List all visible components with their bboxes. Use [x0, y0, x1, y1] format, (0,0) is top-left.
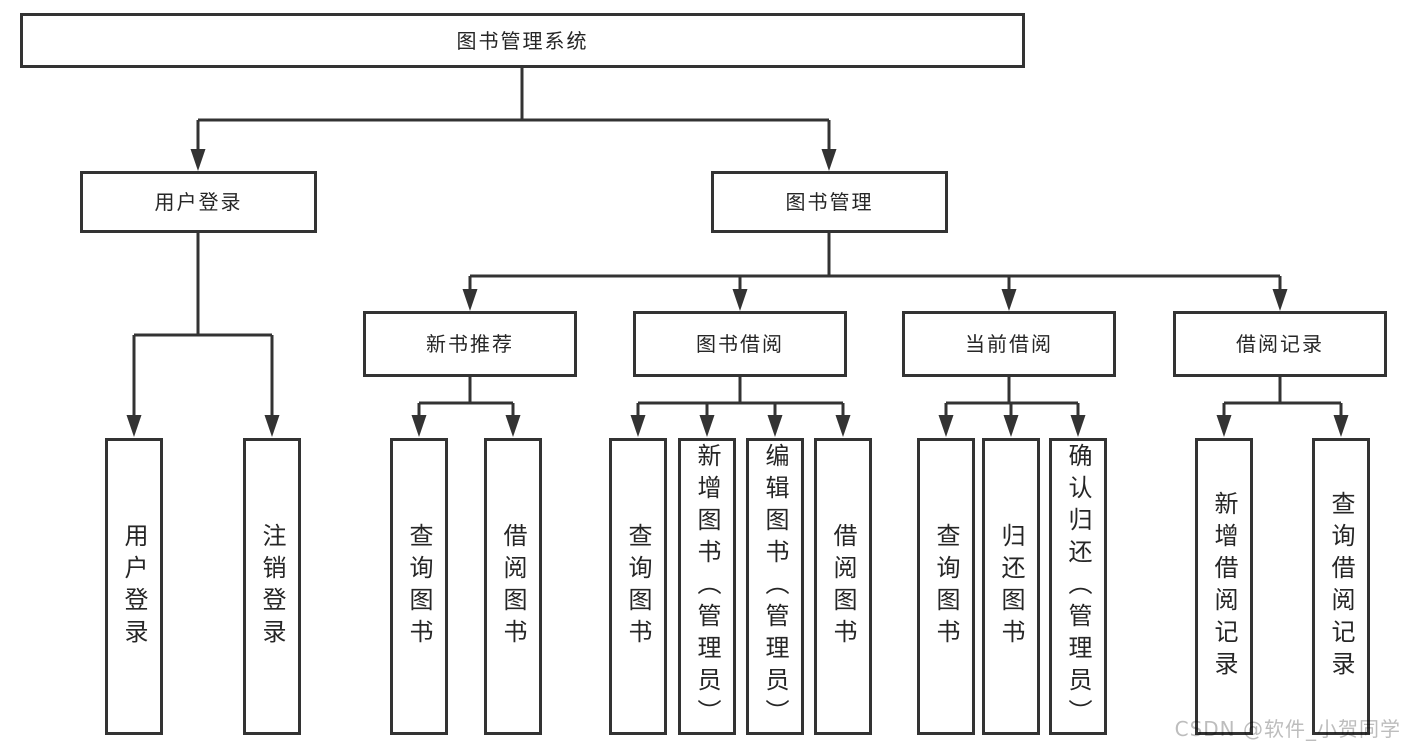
node-leaf-current-confirm-return-admin: 确认归还（管理员） — [1049, 438, 1107, 735]
watermark: CSDN @软件_小贺同学 — [1174, 717, 1401, 741]
node-new-book-recommend: 新书推荐 — [363, 311, 577, 377]
node-leaf-user-login: 用户登录 — [105, 438, 163, 735]
node-leaf-records-add-record: 新增借阅记录 — [1195, 438, 1253, 735]
node-leaf-borrow-borrow-books: 借阅图书 — [814, 438, 872, 735]
node-leaf-recommend-borrow-books: 借阅图书 — [484, 438, 542, 735]
node-borrow-records: 借阅记录 — [1173, 311, 1387, 377]
node-leaf-current-return-books: 归还图书 — [982, 438, 1040, 735]
node-leaf-logout: 注销登录 — [243, 438, 301, 735]
node-leaf-borrow-add-books-admin: 新增图书（管理员） — [678, 438, 736, 735]
node-book-borrow: 图书借阅 — [633, 311, 847, 377]
node-book-management-branch: 图书管理 — [711, 171, 948, 233]
node-leaf-borrow-query-books: 查询图书 — [609, 438, 667, 735]
node-leaf-records-query-record: 查询借阅记录 — [1312, 438, 1370, 735]
node-library-system: 图书管理系统 — [20, 13, 1025, 68]
node-leaf-recommend-query-books: 查询图书 — [390, 438, 448, 735]
node-user-login-branch: 用户登录 — [80, 171, 317, 233]
node-current-borrow: 当前借阅 — [902, 311, 1116, 377]
node-leaf-borrow-edit-books-admin: 编辑图书（管理员） — [746, 438, 804, 735]
node-leaf-current-query-books: 查询图书 — [917, 438, 975, 735]
